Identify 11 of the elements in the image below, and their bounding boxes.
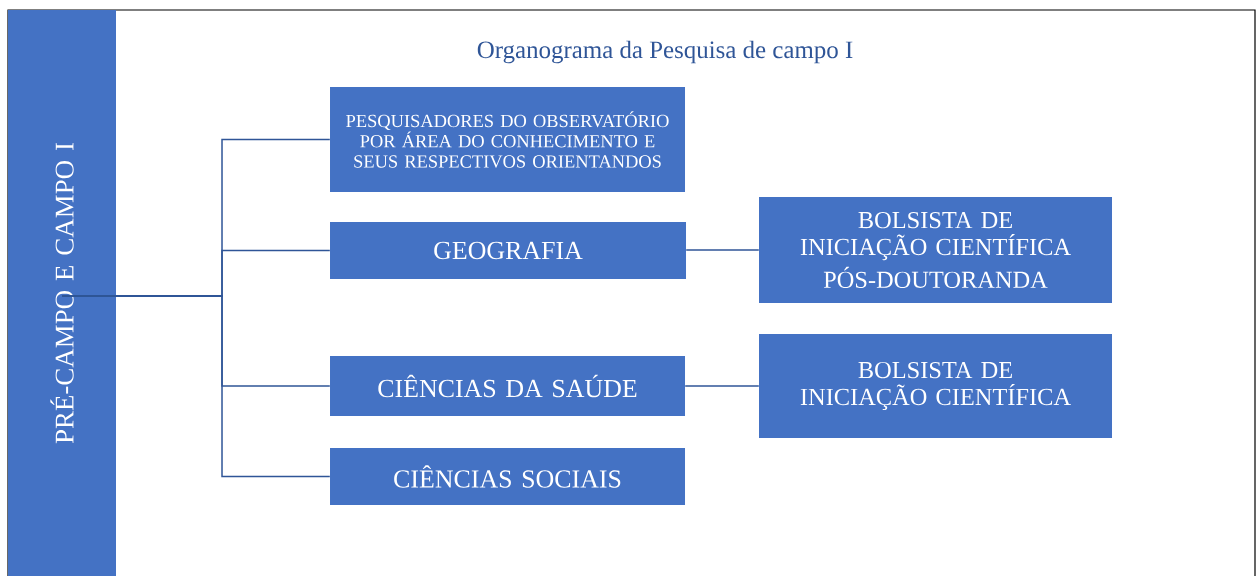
org-box: PESQUISADORES DO OBSERVATÓRIO POR ÁREA DO CONHECIMENTO E SEUS RESPECTIVOS ORIENTANDOS xyxy=(330,87,685,192)
org-box: CIÊNCIAS SOCIAIS xyxy=(330,448,685,505)
org-box: GEOGRAFIA xyxy=(330,222,686,279)
connector-line xyxy=(61,295,331,478)
org-box: BOLSISTA DE INICIAÇÃO CIENTÍFICA xyxy=(759,334,1112,438)
org-box: CIÊNCIAS DA SAÚDE xyxy=(330,356,685,416)
title: Organograma da Pesquisa de campo I xyxy=(477,40,853,64)
side-band: PRÉ-CAMPO E CAMPO I xyxy=(8,10,116,576)
connector-line xyxy=(685,249,760,251)
connector-line xyxy=(684,385,760,387)
org-box: BOLSISTA DE INICIAÇÃO CIENTÍFICA PÓS-DOUTORANDA xyxy=(759,197,1112,303)
